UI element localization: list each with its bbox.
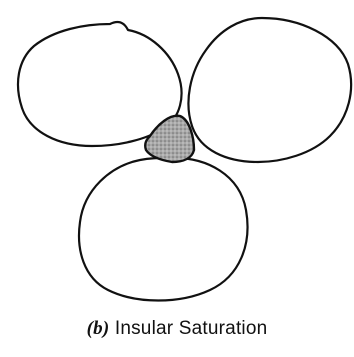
caption-text: Insular Saturation <box>114 318 268 339</box>
grain-bottom <box>77 156 249 302</box>
caption-label: (b) <box>86 318 110 339</box>
grain-upper-right <box>187 16 353 164</box>
figure-caption: (b) Insular Saturation <box>0 318 354 340</box>
grain-upper-left <box>16 20 183 148</box>
insular-pore <box>144 114 196 164</box>
grain-diagram <box>16 16 353 302</box>
